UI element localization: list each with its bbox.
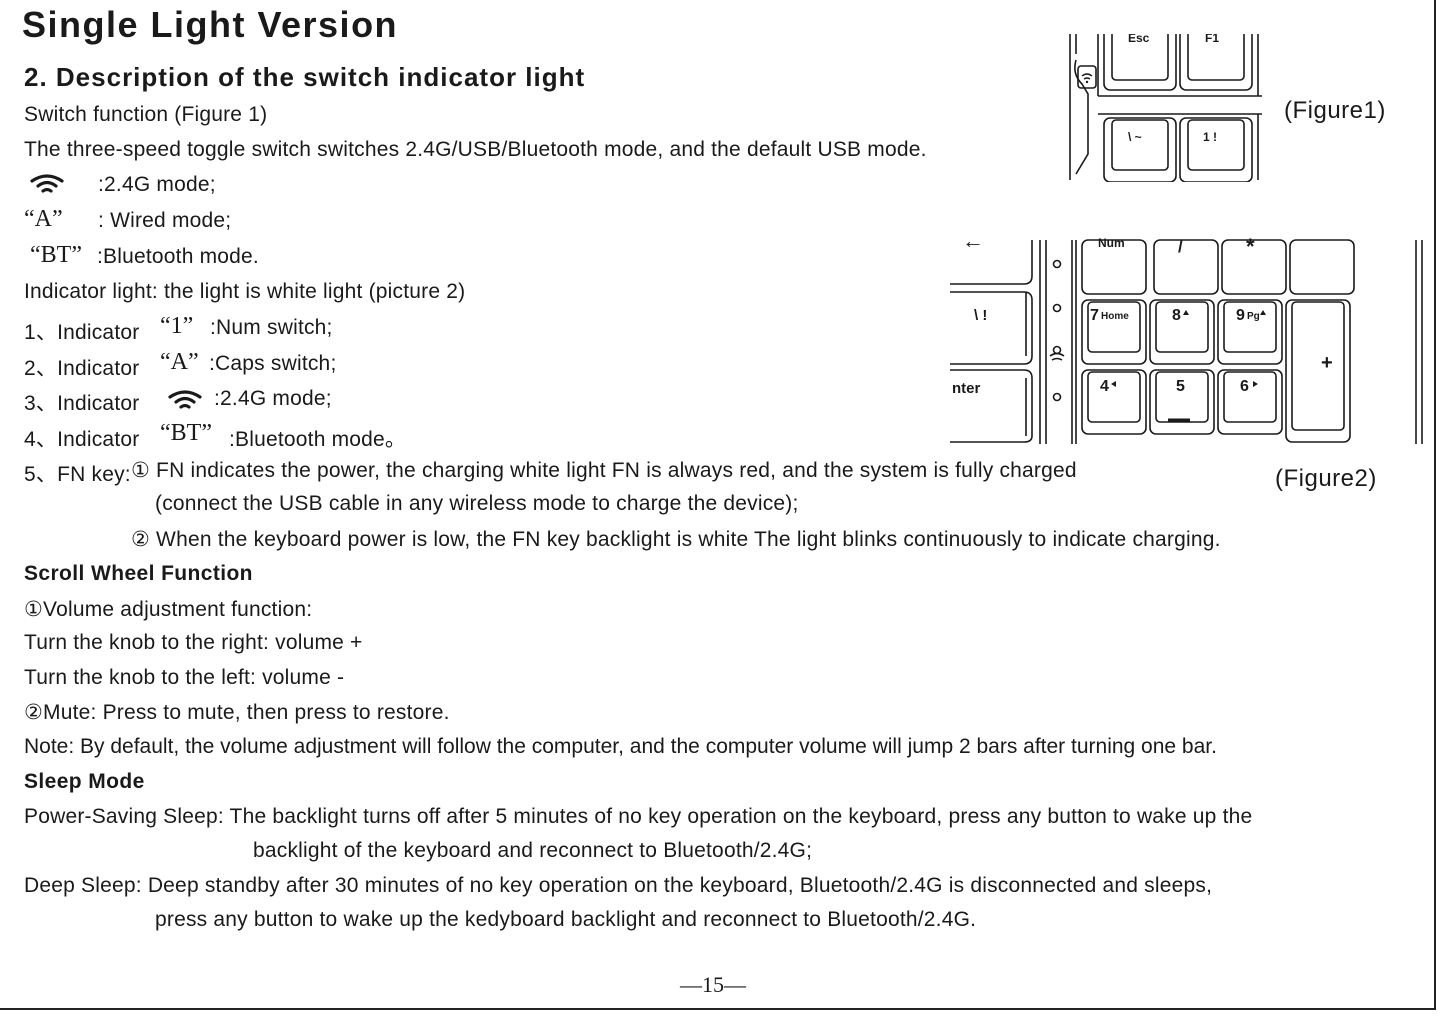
key-6-label: 6: [1240, 378, 1249, 395]
indicator-4-text: :Bluetooth mode。: [229, 428, 407, 451]
key-8-label: 8: [1172, 307, 1181, 324]
left-arrow-icon: [1111, 381, 1116, 387]
key-arrow-label: ←: [962, 230, 984, 253]
section-heading: 2. Description of the switch indicator l…: [24, 62, 586, 92]
scroll-line: Turn the knob to the left: volume -: [24, 666, 345, 689]
key-7-label: 7: [1090, 307, 1099, 324]
indicator-1-symbol: “1”: [160, 313, 194, 339]
key-f1-label: F1: [1205, 34, 1219, 45]
indicator-1-text: :Num switch;: [210, 316, 333, 339]
key-4-label: 4: [1100, 378, 1109, 395]
key-star-label: *: [1246, 234, 1255, 259]
up-arrow-icon: [1183, 310, 1189, 315]
switch-description: The three-speed toggle switch switches 2…: [24, 138, 927, 161]
indicator-intro: Indicator light: the light is white ligh…: [24, 280, 466, 303]
indicator-2-text: :Caps switch;: [209, 352, 337, 375]
deep-sleep-line-1: Deep Sleep: Deep standby after 30 minute…: [24, 874, 1213, 897]
mode-a-symbol: “A”: [24, 206, 63, 232]
figure-2-keyboard: ← \ ! nter Num / * 7 Home 8 9 Pg + 4 5 6: [950, 228, 1428, 451]
key-9-label: 9: [1236, 307, 1245, 324]
power-saving-line-1: Power-Saving Sleep: The backlight turns …: [24, 805, 1253, 828]
indicator-4-symbol: “BT”: [160, 420, 212, 446]
power-saving-line-2: backlight of the keyboard and reconnect …: [253, 839, 813, 862]
figure-2-caption: (Figure2): [1275, 465, 1377, 492]
fn-key-line-1: ① FN indicates the power, the charging w…: [131, 459, 1077, 482]
switch-intro: Switch function (Figure 1): [24, 103, 268, 126]
figure-1-caption: (Figure1): [1284, 97, 1386, 124]
mode-wifi-text: :2.4G mode;: [98, 173, 216, 196]
deep-sleep-line-2: press any button to wake up the kedyboar…: [155, 908, 977, 931]
page-title: Single Light Version: [22, 4, 399, 45]
mode-bt-text: :Bluetooth mode.: [97, 245, 259, 268]
sleep-heading: Sleep Mode: [24, 770, 145, 793]
key-7-sub-label: Home: [1101, 311, 1129, 322]
key-enter-label: nter: [952, 380, 981, 397]
key-plus-label: +: [1321, 352, 1333, 374]
indicator-2-symbol: “A”: [160, 349, 199, 375]
page-number: —15—: [680, 972, 746, 997]
fn-key-line-2: (connect the USB cable in any wireless m…: [155, 492, 799, 515]
scroll-heading: Scroll Wheel Function: [24, 562, 253, 585]
key-5-label: 5: [1176, 378, 1185, 395]
up-arrow-icon: [1260, 310, 1266, 315]
key-num-label: Num: [1098, 236, 1125, 250]
right-arrow-icon: [1253, 381, 1258, 387]
wifi-icon: [30, 174, 64, 199]
page-border-right: [1434, 0, 1436, 1010]
key-tilde-label: \ ~: [1128, 130, 1142, 144]
scroll-note: Note: By default, the volume adjustment …: [24, 735, 1217, 758]
key-9-sub-label: Pg: [1247, 311, 1260, 322]
indicator-4-prefix: 4、Indicator: [24, 428, 140, 451]
fn-key-line-3: ② When the keyboard power is low, the FN…: [131, 528, 1221, 551]
fn-key-label: 5、FN key:: [24, 463, 131, 486]
figure-1-keyboard: Esc F1 \ ~ 1 !: [1068, 25, 1264, 187]
key-backslash-label: \ !: [974, 307, 987, 324]
indicator-3-text: :2.4G mode;: [214, 387, 332, 410]
scroll-line: Turn the knob to the right: volume +: [24, 631, 363, 654]
wifi-icon: [168, 390, 202, 415]
mode-a-text: : Wired mode;: [98, 209, 232, 232]
indicator-2-prefix: 2、Indicator: [24, 357, 140, 380]
mode-bt-symbol: “BT”: [30, 242, 82, 268]
scroll-line: ②Mute: Press to mute, then press to rest…: [24, 701, 450, 724]
key-esc-label: Esc: [1128, 34, 1150, 45]
key-1-label: 1 !: [1203, 130, 1217, 144]
indicator-1-prefix: 1、Indicator: [24, 321, 140, 344]
indicator-3-prefix: 3、Indicator: [24, 392, 140, 415]
page-border-bottom: [0, 1008, 1436, 1010]
scroll-line: ①Volume adjustment function:: [24, 598, 313, 621]
key-slash-label: /: [1178, 237, 1183, 256]
